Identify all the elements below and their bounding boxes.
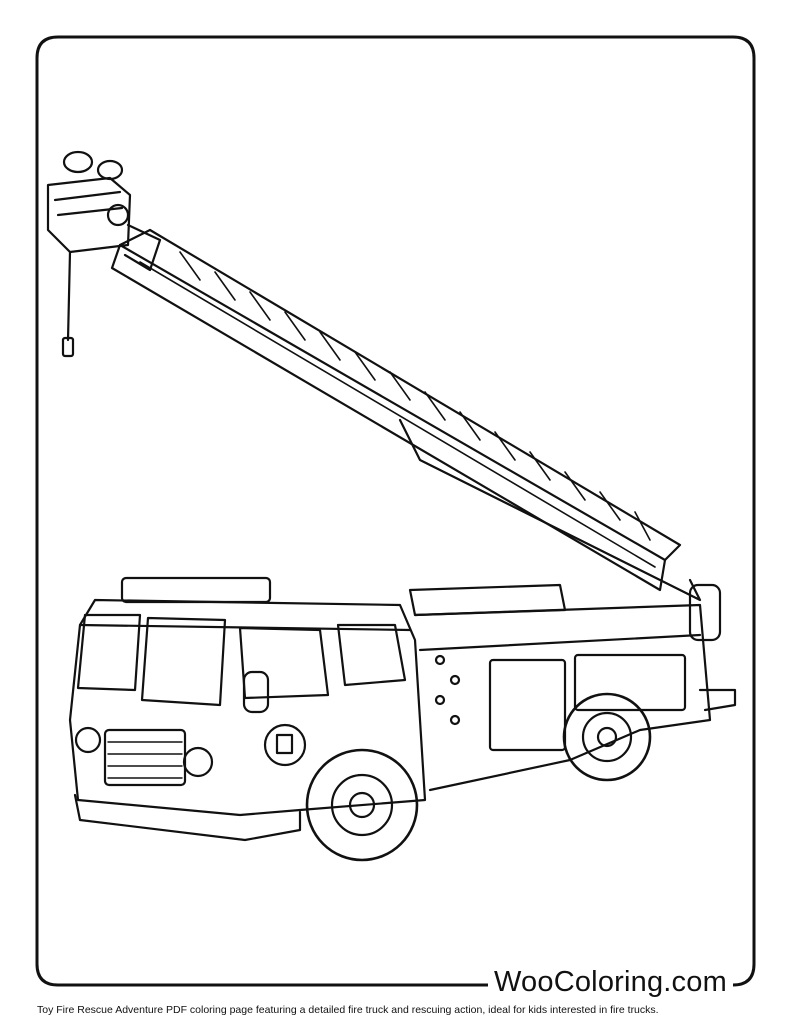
page-caption: Toy Fire Rescue Adventure PDF coloring p… <box>37 1004 659 1016</box>
fire-truck <box>68 576 737 862</box>
page-border <box>35 35 756 987</box>
brand-watermark: WooColoring.com <box>488 966 733 999</box>
aerial-ladder <box>46 150 702 602</box>
